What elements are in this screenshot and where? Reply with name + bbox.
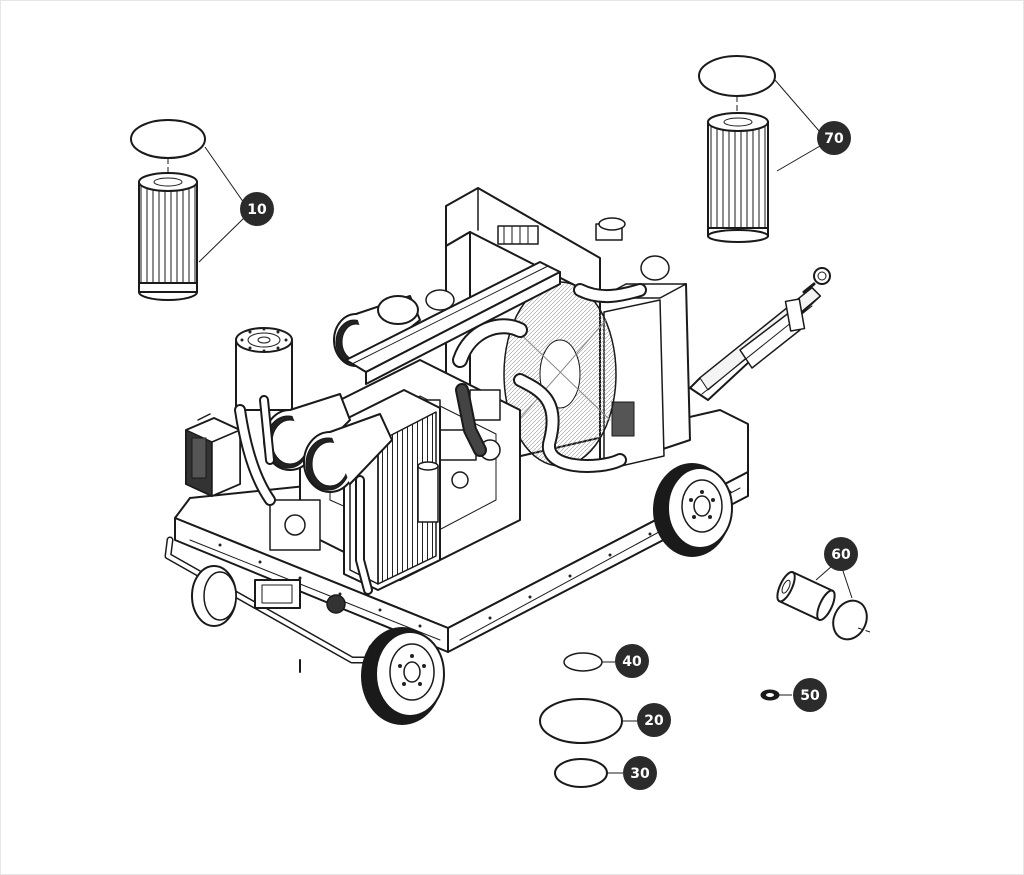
part-20-seal-ring-group [539,698,638,744]
seal-ring-30 [554,758,608,788]
separator-tank [235,327,293,411]
control-box [185,413,241,497]
compressor-assembly [164,187,831,725]
callout-10: 10 [240,192,274,226]
callout-70-label: 70 [824,131,844,147]
small-filter-60 [776,570,836,622]
part-50-washer-group [760,689,792,701]
callout-30: 30 [623,756,657,790]
part-30-seal-ring-group [554,758,623,788]
callout-20: 20 [637,703,671,737]
cooling-fan [503,281,617,467]
callout-50-label: 50 [800,688,820,704]
callout-40-label: 40 [622,654,642,670]
callout-60: 60 [824,537,858,571]
part-10-air-filter-group [130,119,245,301]
filter-cartridge-10 [138,172,198,301]
callout-50: 50 [793,678,827,712]
upper-rails [345,261,561,385]
o-ring-60 [832,599,868,641]
callout-30-label: 30 [630,766,650,782]
air-cleaner-housings [263,289,455,493]
tow-bar [689,267,831,401]
callout-20-label: 20 [644,713,664,729]
callout-60-label: 60 [831,547,851,563]
hoses-and-pipes [234,283,647,595]
callout-70: 70 [817,121,851,155]
seal-ring-70 [698,55,776,97]
seal-ring-10 [130,119,206,159]
part-40-seal-ring-group [563,652,616,672]
seal-ring-40 [563,652,603,672]
callout-40: 40 [615,644,649,678]
part-60-filter-group [776,565,871,641]
filter-cartridge-70 [707,112,769,243]
wheel-front-left [191,565,237,627]
part-70-air-filter-group [698,55,821,243]
wheel-rear-right [653,463,733,557]
callout-10-label: 10 [247,202,267,218]
seal-ring-20 [539,698,623,744]
wheel-front-right [361,627,445,725]
